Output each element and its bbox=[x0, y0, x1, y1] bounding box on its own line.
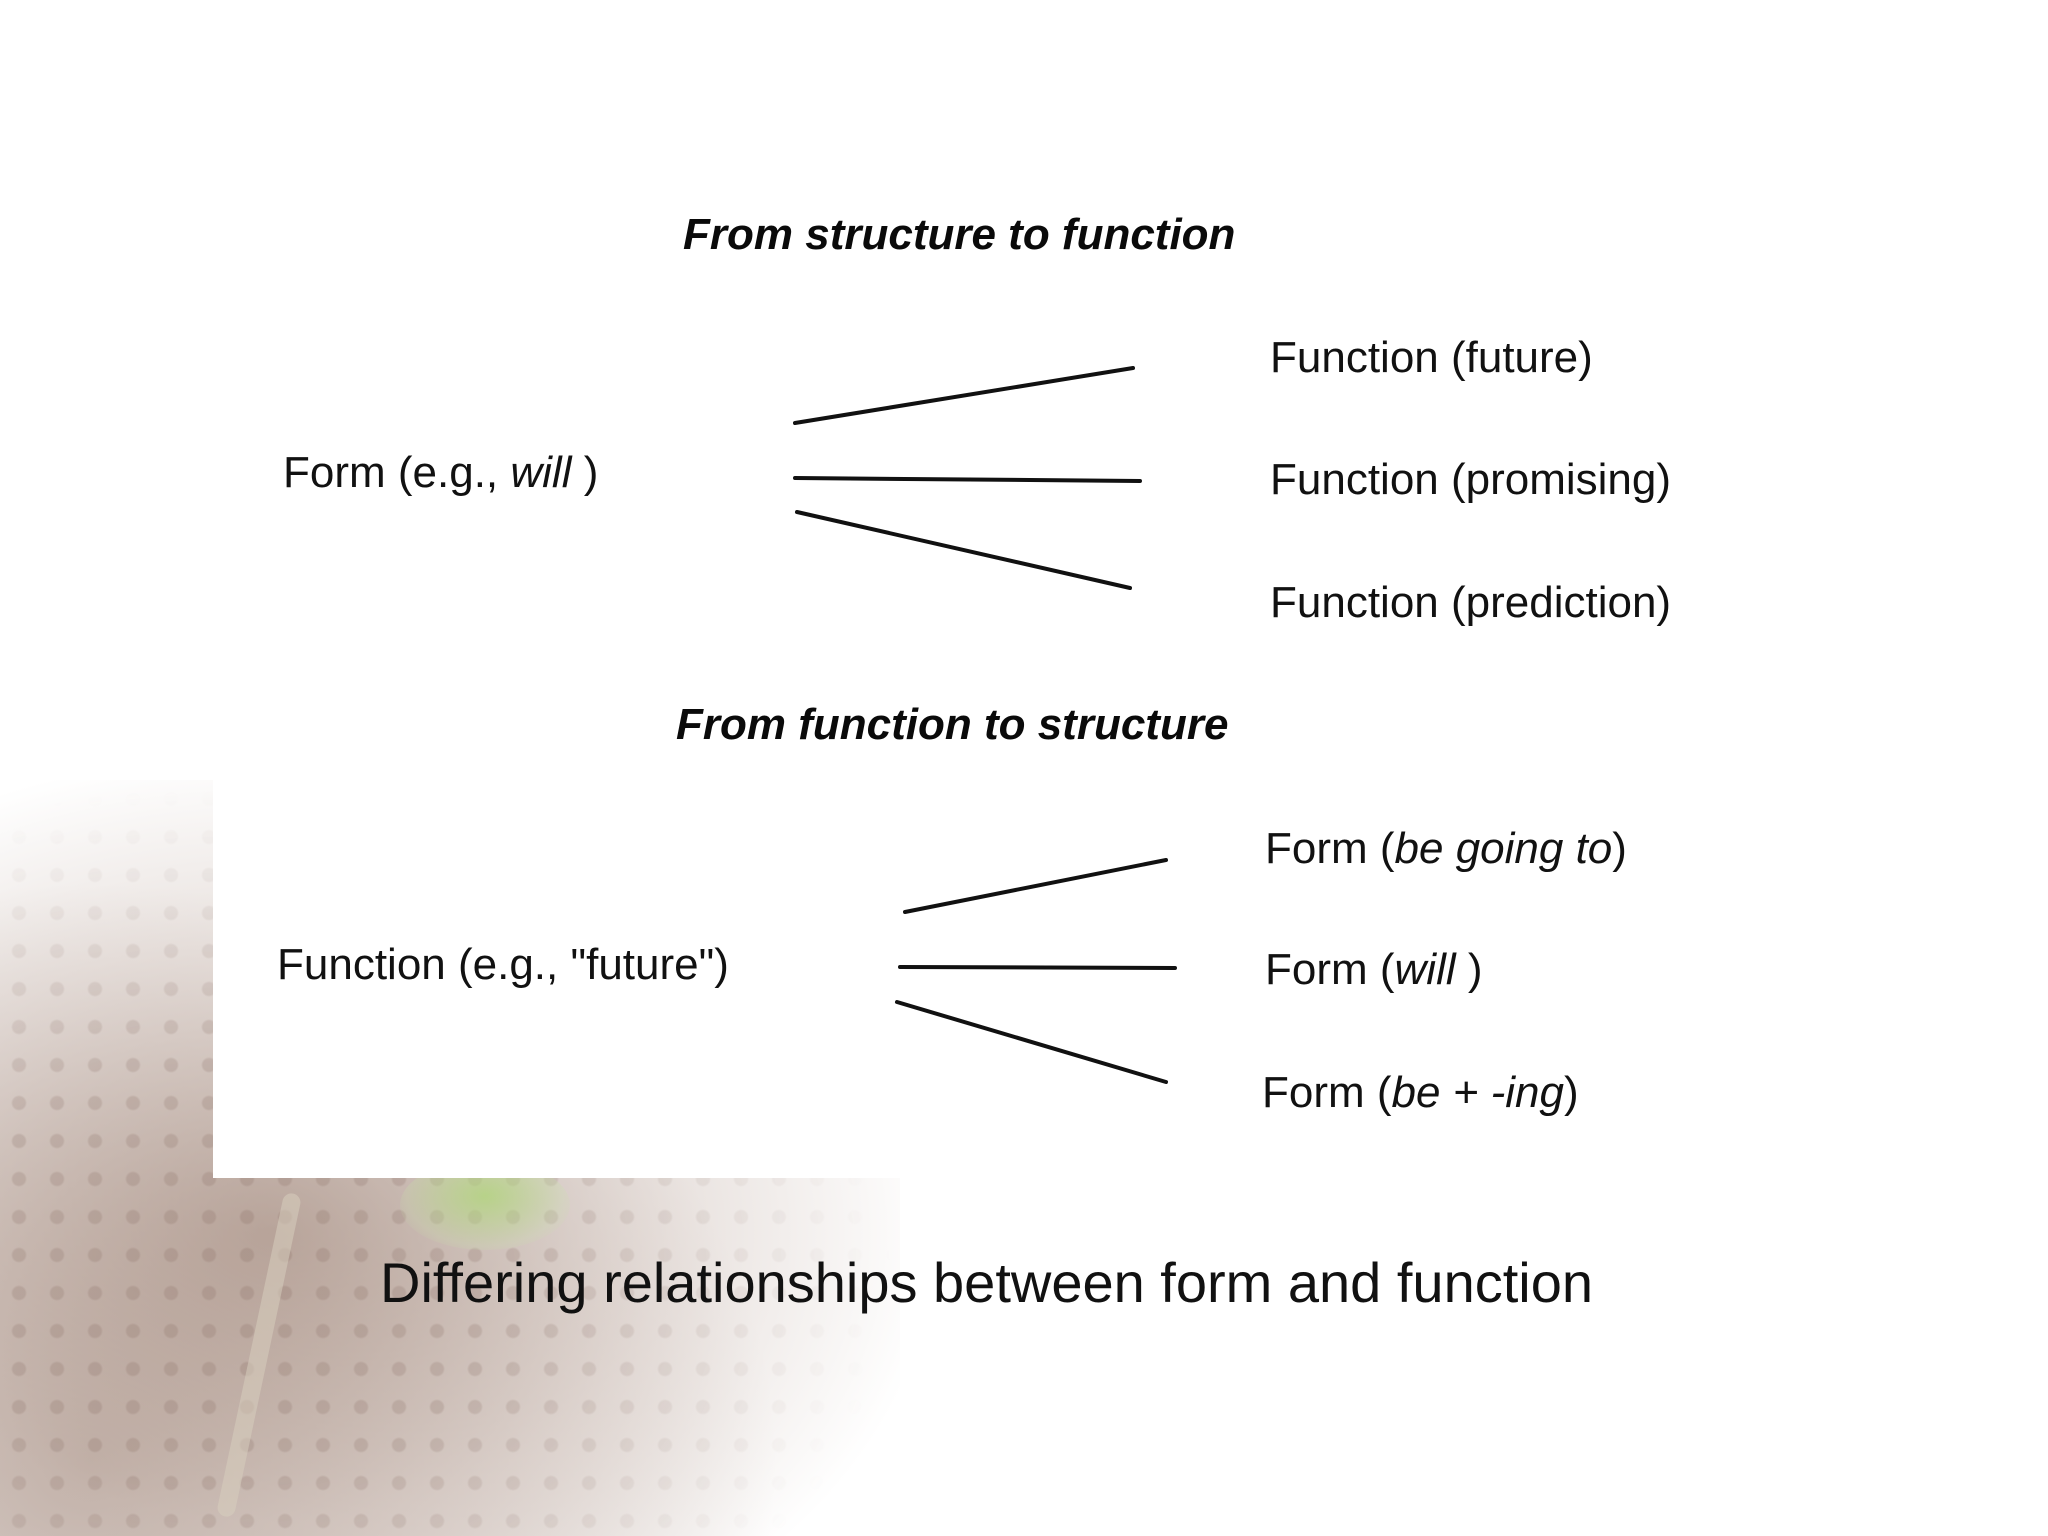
connector-bottom-3 bbox=[895, 1000, 1168, 1084]
node-text: Function (e.g., "future") bbox=[277, 940, 729, 989]
connector-bottom-2 bbox=[898, 965, 1177, 970]
connector-top-3 bbox=[795, 510, 1132, 590]
form-will-target-node: Form (will ) bbox=[1265, 945, 1483, 995]
node-text: Form ( bbox=[1265, 824, 1395, 873]
form-will-node: Form (e.g., will ) bbox=[283, 448, 598, 498]
node-text: ) bbox=[1455, 945, 1483, 994]
function-future-source-node: Function (e.g., "future") bbox=[277, 940, 729, 990]
node-text-italic: be going to bbox=[1394, 824, 1613, 873]
diagram-panel bbox=[213, 180, 1783, 1178]
node-text: ) bbox=[1564, 1068, 1579, 1117]
slide-caption: Differing relationships between form and… bbox=[380, 1251, 1593, 1314]
form-be-ing-node: Form (be + -ing) bbox=[1262, 1068, 1579, 1118]
function-prediction-node: Function (prediction) bbox=[1270, 578, 1671, 628]
node-text: Function (promising) bbox=[1270, 455, 1672, 504]
node-text: Function (future) bbox=[1270, 333, 1593, 382]
node-text: ) bbox=[571, 448, 599, 497]
heading-structure-to-function: From structure to function bbox=[683, 210, 1236, 259]
connector-bottom-1 bbox=[903, 858, 1168, 914]
function-promising-node: Function (promising) bbox=[1270, 455, 1671, 505]
form-be-going-to-node: Form (be going to) bbox=[1265, 824, 1627, 874]
connector-top-2 bbox=[793, 476, 1142, 483]
node-text: Form ( bbox=[1262, 1068, 1392, 1117]
node-text-italic: will bbox=[510, 448, 572, 497]
heading-function-to-structure: From function to structure bbox=[676, 700, 1229, 749]
node-text: ) bbox=[1612, 824, 1627, 873]
connector-top-1 bbox=[793, 366, 1135, 425]
node-text: Form (e.g., bbox=[283, 448, 511, 497]
node-text-italic: will bbox=[1394, 945, 1456, 994]
node-text: Form ( bbox=[1265, 945, 1395, 994]
node-text: Function (prediction) bbox=[1270, 578, 1672, 627]
node-text-italic: be + -ing bbox=[1391, 1068, 1564, 1117]
function-future-node: Function (future) bbox=[1270, 333, 1593, 383]
